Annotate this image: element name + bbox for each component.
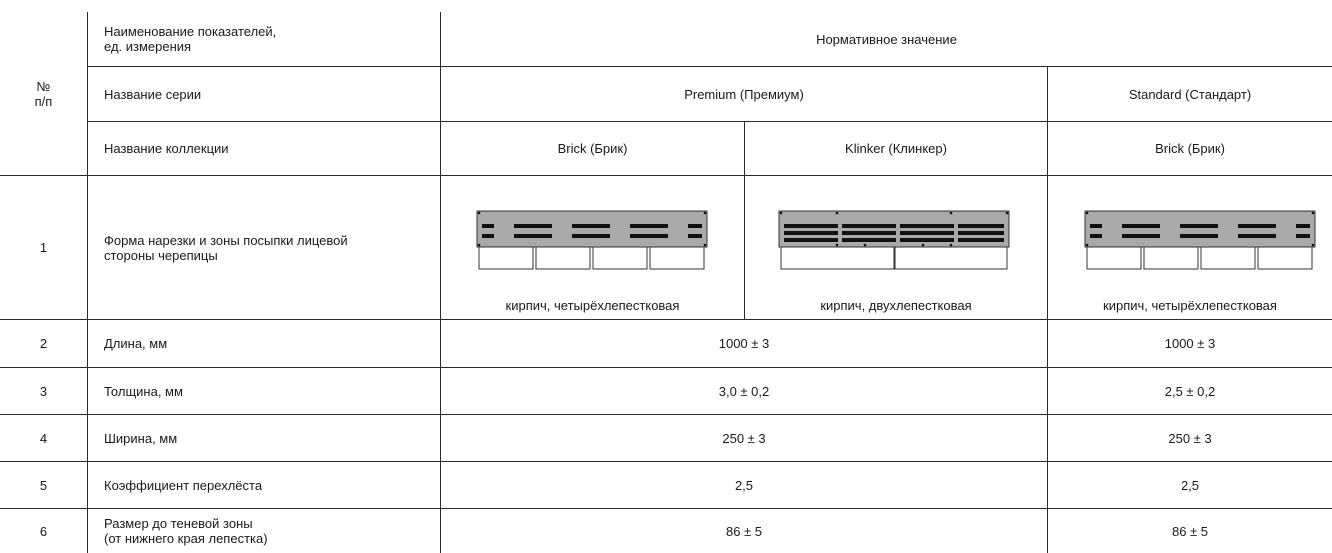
standard-value: 250 ± 3 bbox=[1168, 430, 1212, 446]
standard-value: 86 ± 5 bbox=[1171, 523, 1209, 539]
series-standard: Standard (Стандарт) bbox=[1128, 86, 1252, 102]
grid-line bbox=[0, 367, 1332, 368]
row-name: Коэффициент перехлёста bbox=[104, 477, 263, 493]
grid-line bbox=[0, 461, 1332, 462]
grid-line bbox=[1047, 66, 1048, 553]
four-tab-shingle-icon bbox=[1084, 210, 1316, 270]
collection-brick-standard: Brick (Брик) bbox=[1155, 141, 1225, 156]
grid-line bbox=[0, 175, 1332, 176]
caption-klinker: кирпич, двухлепестковая bbox=[820, 298, 972, 313]
caption-brick: кирпич, четырёхлепестковая bbox=[505, 298, 680, 313]
row-name: Длина, мм bbox=[104, 336, 168, 351]
premium-value: 2,5 bbox=[734, 477, 754, 493]
row-number: 4 bbox=[39, 430, 48, 446]
grid-line bbox=[0, 508, 1332, 509]
grid-line bbox=[0, 414, 1332, 415]
row-number: 2 bbox=[39, 336, 48, 351]
header-indicator: Наименование показателей, ед. измерения bbox=[104, 24, 277, 54]
caption-brick-standard: кирпич, четырёхлепестковая bbox=[1103, 298, 1277, 313]
header-normative-value: Нормативное значение bbox=[816, 31, 957, 47]
two-tab-shingle-icon bbox=[778, 210, 1010, 270]
premium-value: 86 ± 5 bbox=[725, 523, 763, 539]
four-tab-shingle-icon bbox=[476, 210, 708, 270]
standard-value: 1000 ± 3 bbox=[1164, 336, 1216, 351]
row-name: Форма нарезки и зоны посыпки лицевой сто… bbox=[104, 232, 348, 263]
premium-value: 1000 ± 3 bbox=[718, 336, 770, 351]
collection-label: Название коллекции bbox=[104, 141, 229, 156]
row-number: 1 bbox=[39, 240, 48, 255]
premium-value: 3,0 ± 0,2 bbox=[718, 383, 770, 399]
row-number: 3 bbox=[39, 383, 48, 399]
row-number: 5 bbox=[39, 477, 48, 493]
series-label: Название серии bbox=[104, 86, 202, 102]
premium-value: 250 ± 3 bbox=[722, 430, 766, 446]
grid-line bbox=[88, 121, 1332, 122]
grid-line bbox=[744, 121, 745, 319]
standard-value: 2,5 ± 0,2 bbox=[1164, 383, 1216, 399]
collection-klinker: Klinker (Клинкер) bbox=[845, 141, 947, 156]
grid-line bbox=[88, 66, 1332, 67]
row-number: 6 bbox=[39, 523, 48, 539]
row-name: Толщина, мм bbox=[104, 383, 183, 399]
header-number: № п/п bbox=[34, 78, 53, 109]
row-name: Ширина, мм bbox=[104, 430, 178, 446]
grid-line bbox=[0, 319, 1332, 320]
grid-line bbox=[440, 12, 441, 553]
standard-value: 2,5 bbox=[1180, 477, 1200, 493]
row-name: Размер до теневой зоны (от нижнего края … bbox=[104, 516, 268, 546]
collection-brick: Brick (Брик) bbox=[557, 141, 628, 156]
series-premium: Premium (Премиум) bbox=[684, 86, 804, 102]
grid-line bbox=[87, 12, 88, 553]
